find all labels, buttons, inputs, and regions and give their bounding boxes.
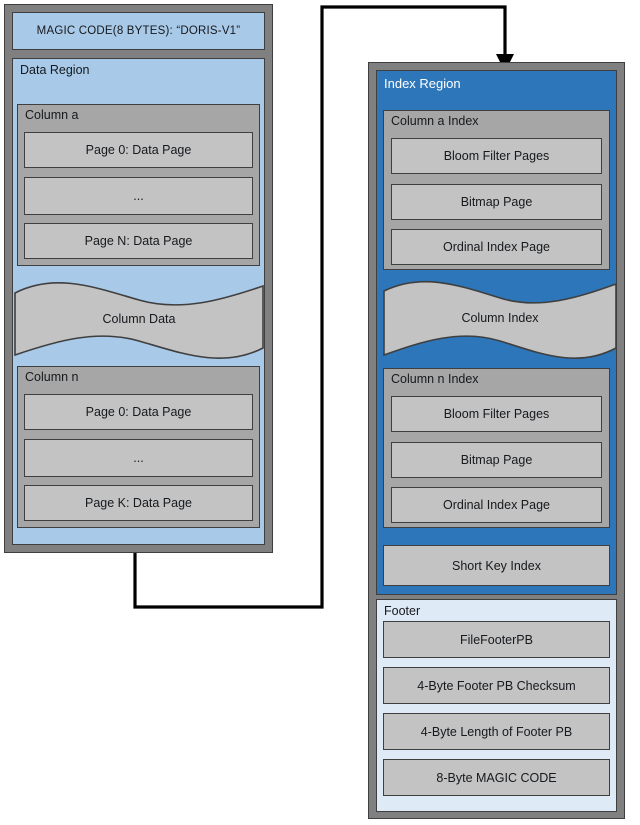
column-a-page-0[interactable]: Page 0: Data Page [24,132,253,168]
magic-code-banner: MAGIC CODE(8 BYTES): “DORIS-V1” [12,12,265,50]
column-a-title: Column a [25,108,79,122]
column-a-index-ordinal-index-page[interactable]: Ordinal Index Page [391,229,602,265]
footer-magic-code[interactable]: 8-Byte MAGIC CODE [383,759,610,796]
column-n-title: Column n [25,370,79,384]
column-a-index-bitmap-page[interactable]: Bitmap Page [391,184,602,220]
column-n-index-bitmap-page[interactable]: Bitmap Page [391,442,602,478]
index-region-title: Index Region [384,76,461,91]
footer-pb-length[interactable]: 4-Byte Length of Footer PB [383,713,610,750]
column-n-page-ellipsis[interactable]: ... [24,439,253,477]
column-n-index-bloom-filter-pages[interactable]: Bloom Filter Pages [391,396,602,432]
column-n-page-0[interactable]: Page 0: Data Page [24,394,253,430]
column-n-page-k[interactable]: Page K: Data Page [24,485,253,521]
column-a-page-ellipsis[interactable]: ... [24,177,253,215]
magic-code-text: MAGIC CODE(8 BYTES): “DORIS-V1” [36,25,241,37]
column-a-page-n[interactable]: Page N: Data Page [24,223,253,259]
footer-file-footer-pb[interactable]: FileFooterPB [383,621,610,658]
column-a-index-bloom-filter-pages[interactable]: Bloom Filter Pages [391,138,602,174]
footer-pb-checksum[interactable]: 4-Byte Footer PB Checksum [383,667,610,704]
column-a-index-title: Column a Index [391,114,479,128]
data-region-title: Data Region [20,63,90,77]
column-data-wave-label: Column Data [102,312,176,326]
column-index-wave-label: Column Index [461,311,539,325]
column-index-wave: Column Index [383,280,617,360]
column-data-wave: Column Data [14,281,264,360]
column-n-index-ordinal-index-page[interactable]: Ordinal Index Page [391,487,602,523]
footer-title: Footer [384,604,421,618]
column-n-index-title: Column n Index [391,372,479,386]
short-key-index[interactable]: Short Key Index [383,545,610,586]
